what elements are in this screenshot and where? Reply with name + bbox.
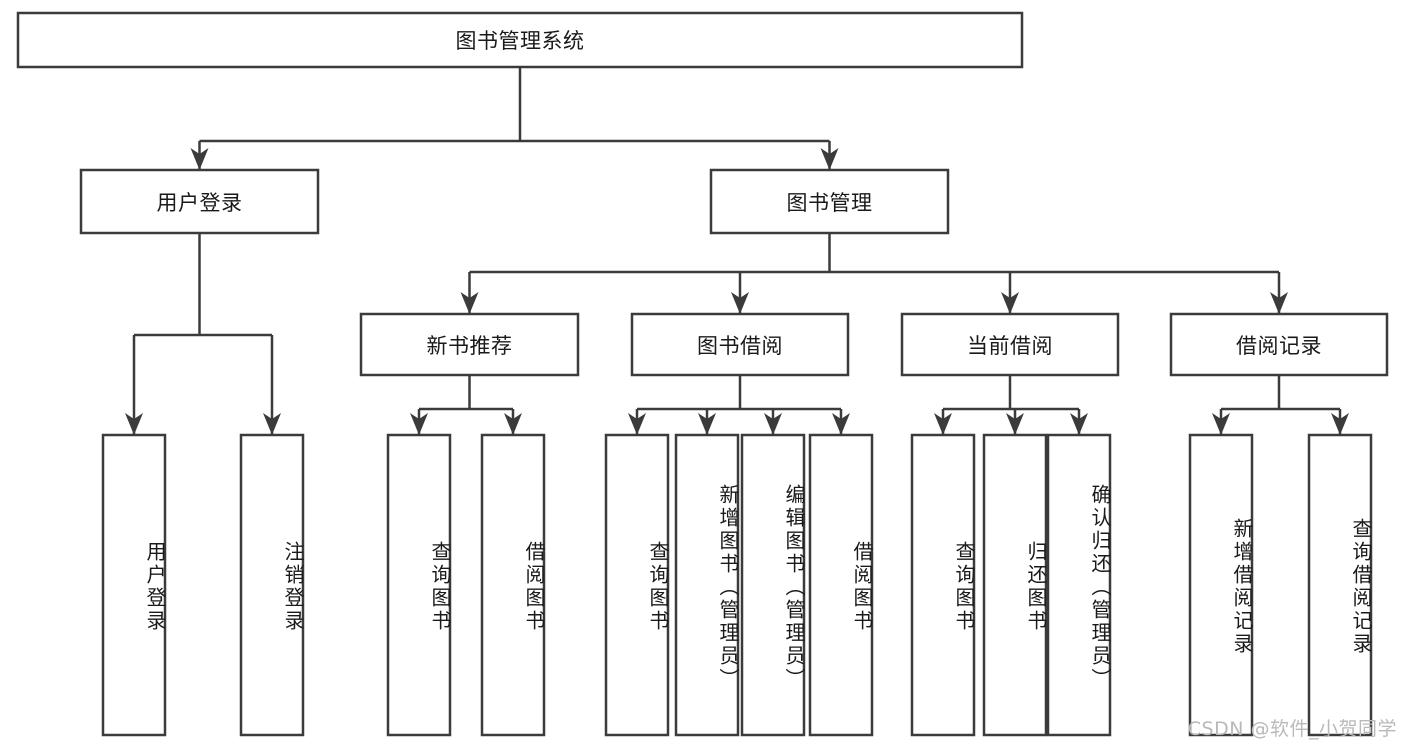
- arrow-head-icon-current-borrow: [1001, 292, 1019, 314]
- node-box-leaf-edit-book-admin: [740, 433, 806, 737]
- arrow-head-icon-leaf-borrow-book-recommend: [504, 413, 522, 435]
- arrow-head-icon-leaf-query-book-current: [934, 413, 952, 435]
- arrow-head-icon-leaf-user-logout: [263, 413, 281, 435]
- node-box-borrow-record: [1169, 312, 1389, 377]
- arrow-head-icon-book-borrow: [731, 292, 749, 314]
- node-box-leaf-query-book-current: [910, 433, 976, 737]
- arrow-head-icon-borrow-record: [1270, 292, 1288, 314]
- arrow-head-icon-leaf-add-borrow-record: [1212, 413, 1230, 435]
- node-box-leaf-add-borrow-record: [1188, 433, 1254, 737]
- node-box-leaf-return-book: [982, 433, 1048, 737]
- node-box-leaf-borrow-book-recommend: [480, 433, 546, 737]
- node-box-leaf-confirm-return-admin: [1046, 433, 1112, 737]
- node-box-user-login: [79, 168, 320, 235]
- node-box-book-manage: [709, 168, 950, 235]
- arrow-head-icon-leaf-borrow-book: [832, 413, 850, 435]
- arrow-head-icon-leaf-query-borrow-record: [1331, 413, 1349, 435]
- arrow-head-icon-leaf-query-book-recommend: [410, 413, 428, 435]
- node-box-root: [16, 11, 1024, 69]
- node-box-leaf-user-login: [101, 433, 167, 737]
- arrow-head-icon-leaf-user-login: [125, 413, 143, 435]
- arrow-head-icon-leaf-edit-book-admin: [764, 413, 782, 435]
- boxes-layer: [16, 11, 1389, 737]
- node-box-leaf-borrow-book: [808, 433, 874, 737]
- arrow-head-icon-leaf-return-book: [1006, 413, 1024, 435]
- node-box-book-borrow: [630, 312, 850, 377]
- arrow-head-icon-user-login: [190, 148, 209, 170]
- node-box-leaf-query-borrow-record: [1307, 433, 1373, 737]
- arrow-head-icon-leaf-query-book-borrow: [628, 413, 646, 435]
- arrow-head-icon-leaf-add-book-admin: [698, 413, 716, 435]
- node-box-leaf-add-book-admin: [674, 433, 740, 737]
- node-box-leaf-query-book-recommend: [386, 433, 452, 737]
- node-box-leaf-query-book-borrow: [604, 433, 670, 737]
- arrow-head-icon-book-manage: [820, 148, 839, 170]
- watermark-text: CSDN @软件_小贺同学: [1187, 718, 1397, 740]
- node-box-leaf-user-logout: [239, 433, 305, 737]
- arrow-head-icon-new-book-recommend: [460, 292, 479, 314]
- arrow-head-icon-leaf-confirm-return-admin: [1070, 413, 1088, 435]
- node-box-current-borrow: [900, 312, 1120, 377]
- connectors-layer: [125, 67, 1349, 435]
- node-box-new-book-recommend: [359, 312, 580, 377]
